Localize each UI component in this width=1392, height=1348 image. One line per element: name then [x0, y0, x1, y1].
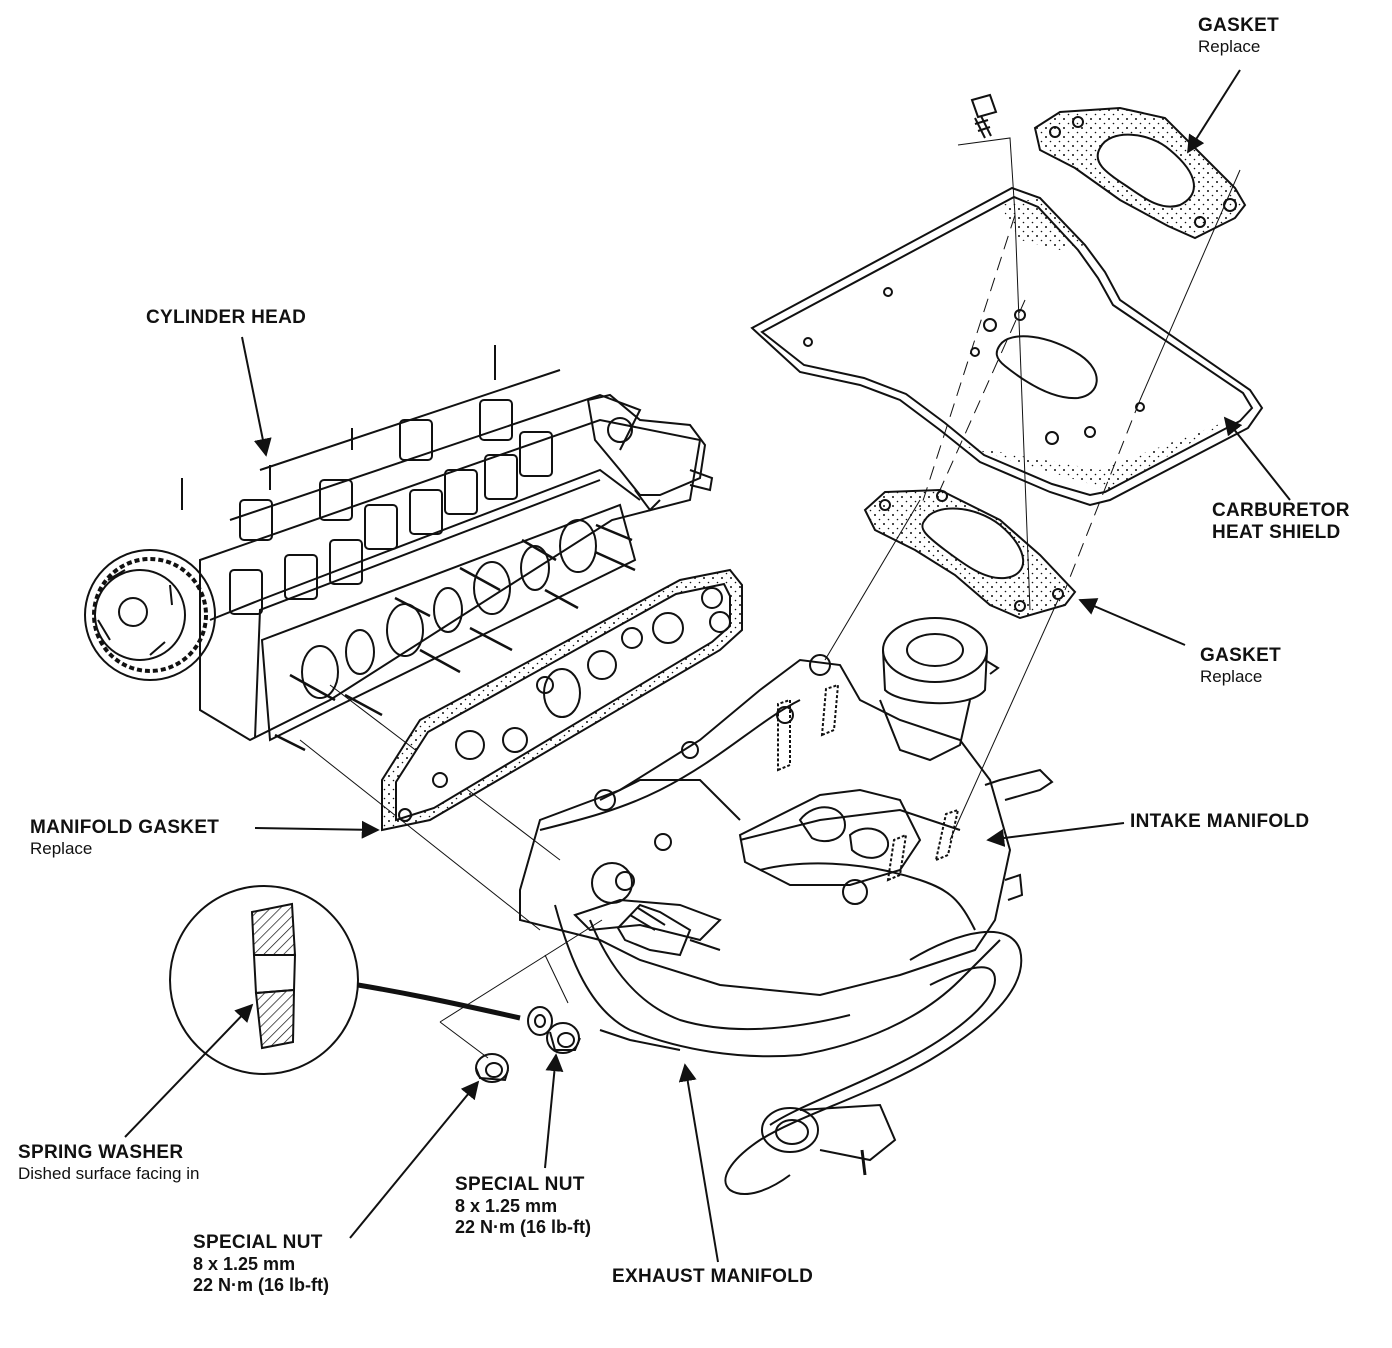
exhaust-manifold	[554, 898, 1023, 1195]
cam-sprocket	[84, 549, 216, 681]
label-gasket-mid: GASKET Replace	[1200, 645, 1281, 686]
label-carburetor-heat-shield-line2: HEAT SHIELD	[1212, 521, 1341, 543]
label-exhaust-manifold: EXHAUST MANIFOLD	[612, 1266, 813, 1288]
label-gasket-mid-title: GASKET	[1200, 645, 1281, 666]
label-special-nut-left-size: 8 x 1.25 mm	[193, 1253, 296, 1274]
label-spring-washer: SPRING WASHER Dished surface facing in	[18, 1142, 199, 1183]
label-manifold-gasket-title: MANIFOLD GASKET	[30, 817, 220, 838]
label-manifold-gasket: MANIFOLD GASKET Replace	[30, 817, 219, 858]
special-nut-left-part	[475, 1053, 509, 1083]
label-gasket-top-title: GASKET	[1198, 15, 1279, 36]
label-special-nut-right-torque: 22 N·m (16 lb-ft)	[455, 1216, 592, 1237]
intake-manifold	[519, 617, 1054, 997]
label-special-nut-left-title: SPECIAL NUT	[193, 1232, 323, 1253]
label-carburetor-heat-shield: CARBURETOR HEAT SHIELD	[1212, 500, 1350, 544]
cylinder-head	[84, 345, 714, 752]
label-spring-washer-title: SPRING WASHER	[18, 1142, 184, 1163]
label-gasket-top: GASKET Replace	[1198, 15, 1279, 56]
carburetor-heat-shield	[750, 186, 1264, 507]
spring-washer-part	[527, 1006, 553, 1036]
label-carburetor-heat-shield-line1: CARBURETOR	[1212, 500, 1350, 521]
leader-lines	[124, 69, 1291, 1263]
carburetor-gasket	[863, 488, 1077, 620]
label-manifold-gasket-note: Replace	[30, 838, 93, 858]
label-exhaust-manifold-title: EXHAUST MANIFOLD	[612, 1266, 814, 1287]
label-special-nut-right: SPECIAL NUT 8 x 1.25 mm 22 N·m (16 lb-ft…	[455, 1174, 591, 1237]
alignment-lines	[299, 137, 1241, 1059]
label-spring-washer-note: Dished surface facing in	[18, 1163, 200, 1183]
special-nut-right-part	[546, 1022, 581, 1054]
label-cylinder-head: CYLINDER HEAD	[146, 307, 306, 329]
label-special-nut-right-size: 8 x 1.25 mm	[455, 1195, 558, 1216]
label-special-nut-right-title: SPECIAL NUT	[455, 1174, 585, 1195]
spring-washer-detail	[169, 885, 521, 1075]
manifold-gasket	[381, 568, 743, 832]
top-gasket	[1033, 106, 1247, 240]
label-intake-manifold-title: INTAKE MANIFOLD	[1130, 811, 1310, 832]
valve-springs	[229, 369, 642, 615]
label-gasket-top-note: Replace	[1198, 36, 1261, 56]
label-special-nut-left: SPECIAL NUT 8 x 1.25 mm 22 N·m (16 lb-ft…	[193, 1232, 329, 1295]
heat-shield-bolt	[970, 93, 998, 139]
label-special-nut-left-torque: 22 N·m (16 lb-ft)	[193, 1274, 330, 1295]
label-intake-manifold: INTAKE MANIFOLD	[1130, 811, 1309, 833]
manifold-studs	[274, 523, 636, 752]
label-cylinder-head-title: CYLINDER HEAD	[146, 307, 307, 328]
label-gasket-mid-note: Replace	[1200, 666, 1263, 686]
egr-valve	[879, 617, 1000, 762]
